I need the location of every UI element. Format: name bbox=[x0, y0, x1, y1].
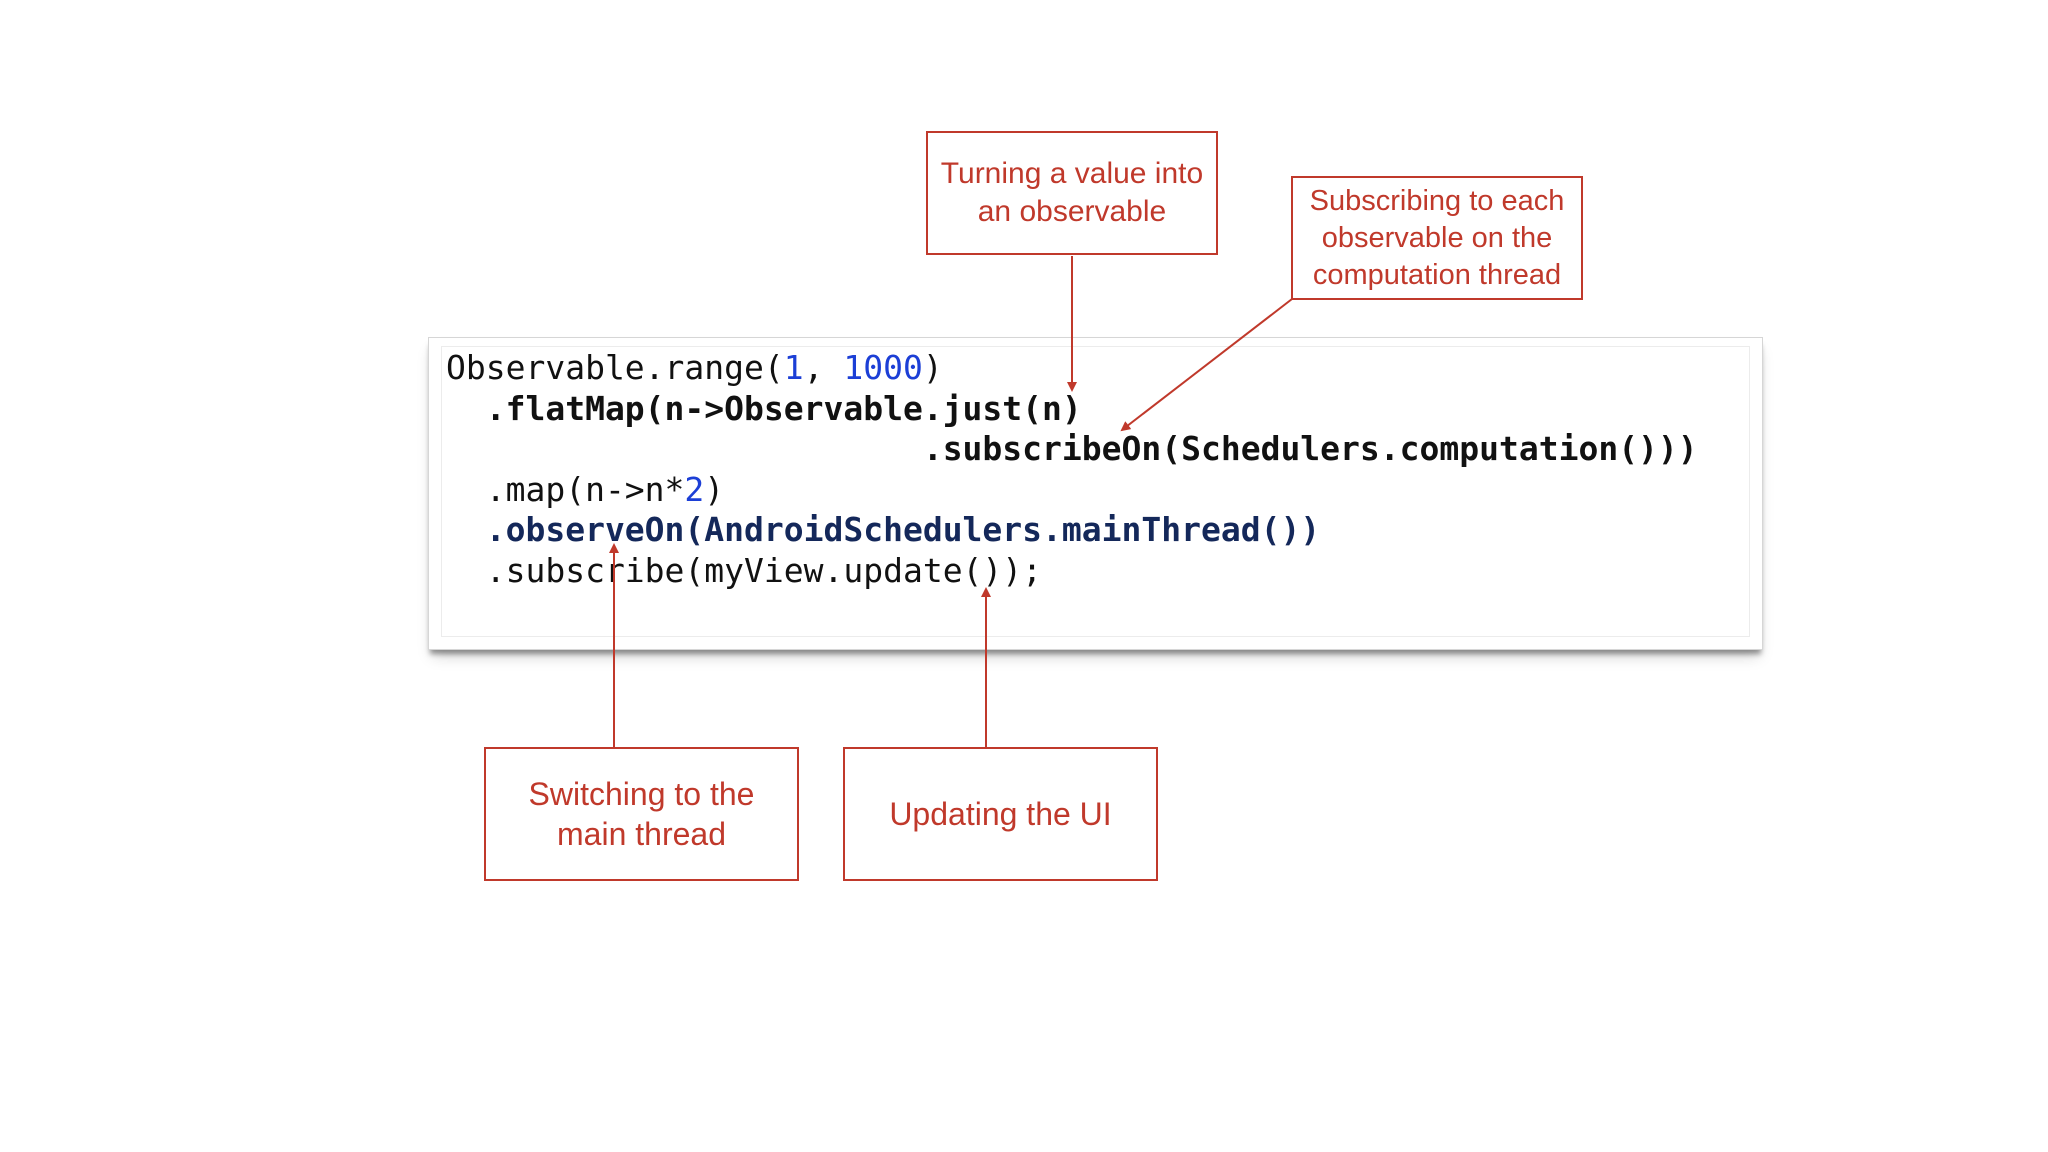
code-number-multiplier: 2 bbox=[684, 469, 705, 509]
code-panel bbox=[428, 337, 1763, 650]
code-panel-inner-border bbox=[441, 346, 1750, 637]
callout-subscribeon: Subscribing to each observable on the co… bbox=[1291, 176, 1583, 300]
code-line-subscribe: .subscribe(myView.update()); bbox=[446, 550, 1043, 590]
code-number-start: 1 bbox=[783, 348, 804, 387]
code-block: Observable.range(1, 1000) .flatMap(n->Ob… bbox=[446, 348, 1698, 592]
code-line-flatmap: .flatMap(n->Observable.just(n) bbox=[446, 388, 1082, 428]
callout-update-ui: Updating the UI bbox=[843, 747, 1158, 881]
callout-observeon-text: Switching to the main thread bbox=[528, 776, 755, 852]
callout-observeon: Switching to the main thread bbox=[484, 747, 799, 881]
code-line-range: Observable.range(1, 1000) bbox=[446, 348, 1698, 389]
code-map-close: ) bbox=[704, 469, 725, 509]
code-map-call: .map(n->n* bbox=[446, 469, 685, 509]
callout-flatmap-text: Turning a value into an observable bbox=[940, 157, 1204, 228]
code-line-observeon: .observeOn(AndroidSchedulers.mainThread(… bbox=[446, 510, 1321, 550]
code-range-call: Observable.range( bbox=[446, 348, 784, 387]
code-close-paren: ) bbox=[922, 348, 943, 387]
code-comma: , bbox=[803, 348, 844, 387]
callout-update-ui-text: Updating the UI bbox=[889, 796, 1112, 832]
callout-flatmap: Turning a value into an observable bbox=[926, 131, 1218, 255]
code-number-end: 1000 bbox=[843, 348, 923, 387]
code-line-subscribeon: .subscribeOn(Schedulers.computation())) bbox=[446, 429, 1698, 469]
callout-subscribeon-text: Subscribing to each observable on the co… bbox=[1309, 184, 1565, 291]
code-line-map: .map(n->n*2) bbox=[446, 470, 1698, 511]
